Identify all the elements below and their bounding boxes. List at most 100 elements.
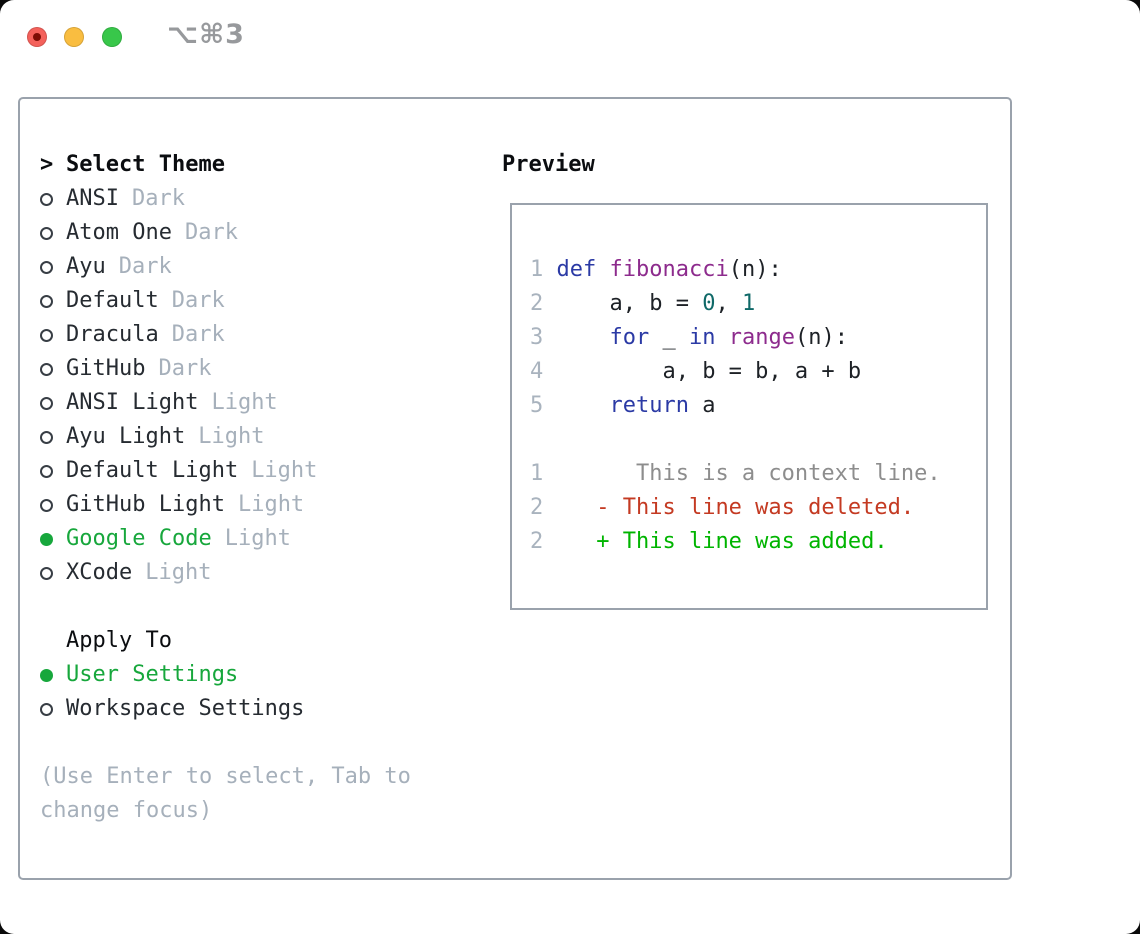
theme-option-default-light[interactable]: Default Light Light [40, 454, 470, 488]
radio-unselected-icon [40, 396, 66, 410]
apply-option-label: Workspace Settings [66, 696, 305, 721]
code-token: in [688, 325, 716, 350]
code-token: return [609, 393, 689, 418]
radio-circle [40, 260, 53, 274]
code-token: _ [649, 325, 689, 350]
code-line: 2 a, b = 0, 1 [530, 287, 986, 321]
line-number: 2 [530, 529, 544, 554]
radio-unselected-icon [40, 362, 66, 376]
code-token: for [609, 325, 650, 350]
theme-variant: Light [237, 492, 305, 517]
minimize-button[interactable] [64, 27, 84, 47]
theme-variant: Light [211, 390, 278, 415]
apply-option-label: User Settings [66, 662, 239, 687]
theme-option-xcode[interactable]: XCode Light [40, 556, 470, 590]
close-dot-icon [33, 33, 41, 41]
radio-unselected-icon [40, 430, 66, 444]
radio-unselected-icon [40, 702, 66, 716]
radio-circle [40, 192, 53, 206]
theme-name: ANSI [66, 186, 119, 211]
zoom-button[interactable] [102, 27, 122, 47]
diff-line-context: 1 This is a context line. [530, 457, 986, 491]
radio-unselected-icon [40, 328, 66, 342]
radio-circle [40, 498, 53, 512]
code-token: 0 [702, 291, 716, 316]
radio-circle [40, 362, 53, 376]
close-button[interactable] [27, 27, 47, 47]
theme-name: Atom One [66, 220, 172, 245]
code-token: + This line was added. [556, 529, 888, 554]
radio-unselected-icon [40, 464, 66, 478]
theme-name: GitHub [66, 356, 146, 381]
theme-variant: Dark [171, 288, 225, 313]
code-token: 1 [741, 291, 756, 316]
radio-circle [40, 430, 53, 444]
apply-to-header: Apply To [40, 624, 470, 658]
line-number: 1 [530, 257, 544, 282]
line-number: 4 [530, 359, 544, 384]
theme-variant: Light [198, 424, 265, 449]
code-token: - This line was deleted. [556, 495, 915, 520]
theme-name: Dracula [66, 322, 159, 347]
help-text: (Use Enter to select, Tab to change focu… [40, 764, 411, 823]
radio-circle [40, 566, 53, 580]
code-token [596, 257, 609, 282]
theme-variant: Dark [171, 322, 225, 347]
theme-variant: Dark [158, 356, 212, 381]
select-theme-header: > Select Theme [40, 148, 470, 182]
code-token: fibonacci [609, 257, 729, 282]
code-token: (n): [728, 257, 782, 282]
code-token [557, 325, 610, 350]
line-number: 1 [530, 461, 544, 486]
code-token: , [715, 291, 742, 316]
radio-circle [40, 464, 53, 478]
code-line: 4 a, b = b, a + b [530, 355, 986, 389]
code-line: 5 return a [530, 389, 986, 423]
apply-option-user-settings[interactable]: User Settings [40, 658, 470, 692]
diff-line-deleted: 2 - This line was deleted. [530, 491, 986, 525]
theme-variant: Light [145, 560, 212, 585]
theme-name: Default Light [66, 458, 239, 483]
code-token: a, b = [556, 291, 703, 316]
radio-circle [40, 532, 53, 546]
code-token: a [688, 393, 716, 418]
theme-option-dracula[interactable]: Dracula Dark [40, 318, 470, 352]
code-token: (n): [794, 325, 848, 350]
line-number: 3 [530, 325, 544, 350]
radio-circle [40, 668, 53, 682]
radio-circle [40, 294, 53, 308]
radio-circle [40, 226, 53, 240]
diff-preview: 1 This is a context line.2 - This line w… [530, 457, 986, 559]
radio-unselected-icon [40, 260, 66, 274]
apply-to-title: Apply To [66, 628, 172, 653]
window-title: ⌥⌘3 [167, 19, 245, 50]
theme-variant: Light [251, 458, 318, 483]
select-theme-title: Select Theme [66, 152, 225, 177]
theme-name: Ayu Light [66, 424, 186, 449]
radio-unselected-icon [40, 192, 66, 206]
preview-header: Preview [502, 152, 595, 177]
theme-name: XCode [66, 560, 133, 585]
code-token: This is a context line. [556, 461, 941, 486]
code-token [715, 325, 728, 350]
radio-unselected-icon [40, 226, 66, 240]
theme-option-github[interactable]: GitHub Dark [40, 352, 470, 386]
theme-option-ayu-light[interactable]: Ayu Light Light [40, 420, 470, 454]
apply-option-workspace-settings[interactable]: Workspace Settings [40, 692, 470, 726]
radio-selected-icon [40, 668, 66, 682]
radio-circle [40, 702, 53, 716]
radio-unselected-icon [40, 294, 66, 308]
